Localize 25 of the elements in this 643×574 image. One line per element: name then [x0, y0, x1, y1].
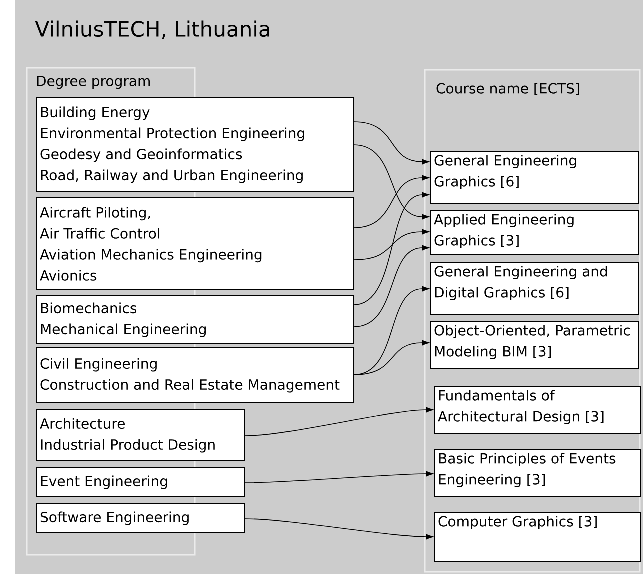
program-box: Software Engineering: [36, 504, 246, 534]
course-box: Computer Graphics [3]: [434, 512, 642, 562]
course-box: Fundamentals of Architectural Design [3]: [434, 386, 642, 434]
arrow: [354, 175, 430, 228]
program-box: Building Energy Environmental Protection Engineering Geodesy and Geoinformatics Road, Railway and Urban Engineering: [36, 98, 354, 192]
arrow: [354, 340, 430, 376]
arrow: [354, 245, 430, 328]
program-box: Architecture Industrial Product Design: [36, 410, 246, 462]
arrow: [354, 192, 430, 306]
course-box: General Engineering Graphics [6]: [430, 152, 640, 204]
arrow: [354, 144, 430, 220]
program-box: Civil Engineering Construction and Real Estate Management: [36, 348, 354, 404]
arrow: [354, 229, 430, 260]
course-box: Basic Principles of Events Engineering [3]: [434, 450, 642, 498]
course-box: Object-Oriented, Parametric Modeling BIM [3]: [430, 322, 640, 370]
arrow: [244, 518, 434, 540]
arrow: [244, 471, 434, 484]
arrow: [244, 407, 434, 436]
program-box: Event Engineering: [36, 468, 246, 498]
title: VilniusTECH, Lithuania: [35, 20, 270, 40]
course-box: General Engineering and Digital Graphics [6]: [430, 262, 640, 316]
arrow: [354, 122, 430, 165]
course-box: Applied Engineering Graphics [3]: [430, 210, 640, 256]
program-box: Aircraft Piloting, Air Traffic Control Aviation Mechanics Engineering Avionics: [36, 198, 354, 290]
program-box: Biomechanics Mechanical Engineering: [36, 296, 354, 344]
